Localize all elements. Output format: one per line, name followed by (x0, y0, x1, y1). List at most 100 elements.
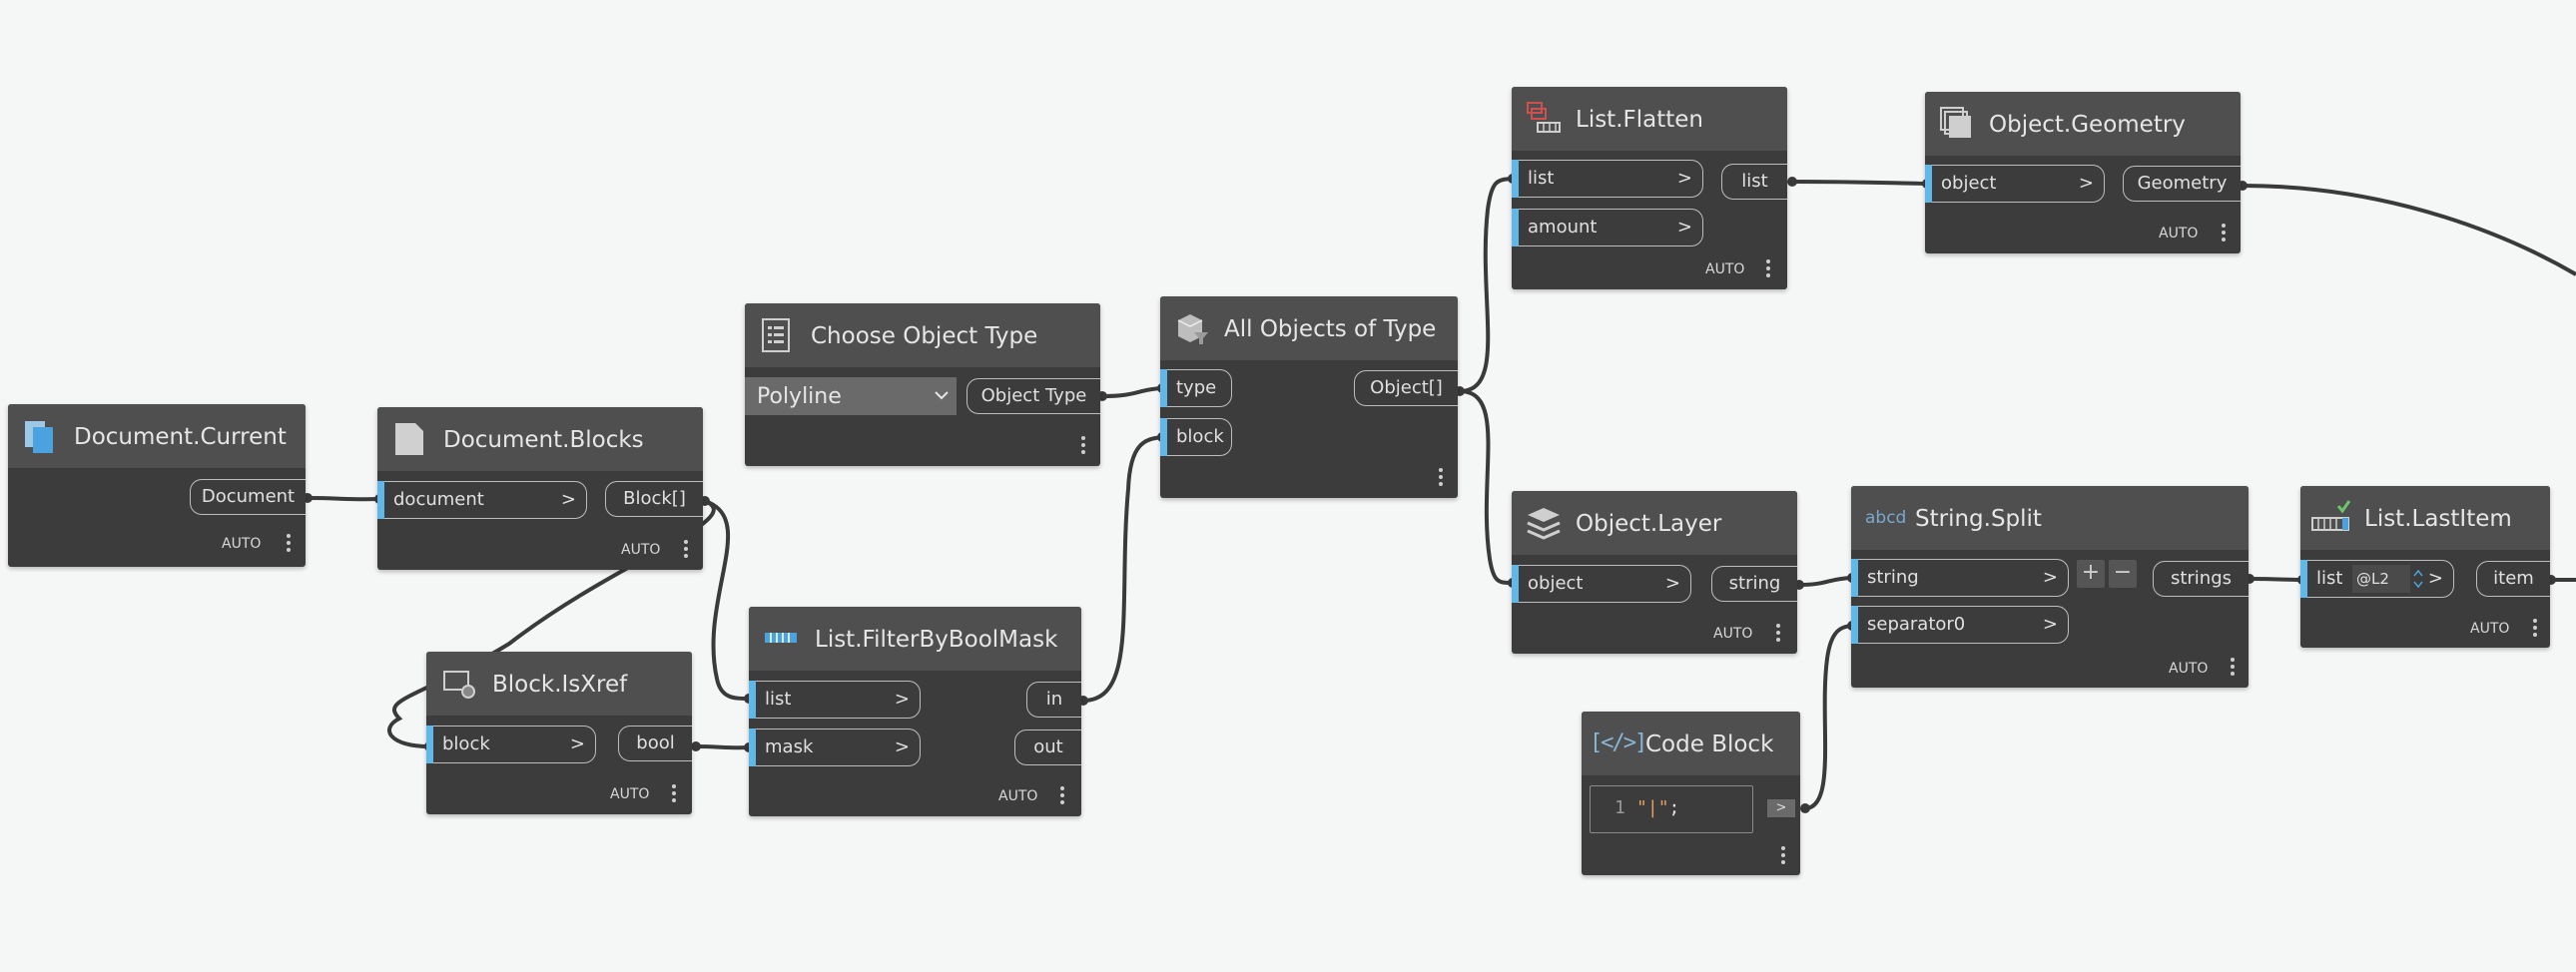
node-code-block[interactable]: [</>] Code Block 1 "|"; > (1582, 712, 1800, 875)
output-port-objects[interactable]: Object[] (1354, 370, 1458, 406)
lacing-label[interactable]: AUTO (222, 536, 262, 552)
output-port-block-list[interactable]: Block[] (605, 481, 703, 517)
port-label: Block[] (623, 488, 686, 509)
node-title: List.LastItem (2364, 506, 2512, 532)
node-list-lastitem[interactable]: List.LastItem list @L2 > item AUTO (2300, 486, 2550, 648)
last-item-icon (2311, 500, 2351, 531)
node-header[interactable] (1582, 712, 1800, 775)
node-block-isxref[interactable]: Block.IsXref block> bool AUTO (426, 652, 692, 814)
input-port-list[interactable]: list @L2 > (2300, 560, 2454, 598)
node-menu-icon[interactable] (683, 540, 689, 561)
input-port-object[interactable]: object> (1512, 565, 1691, 603)
port-label: list (765, 689, 792, 710)
node-title: String.Split (1915, 506, 2042, 532)
port-label: block (442, 733, 490, 754)
lacing-label[interactable]: AUTO (610, 786, 650, 802)
node-menu-icon[interactable] (1080, 436, 1086, 457)
node-header[interactable] (8, 404, 306, 468)
output-port-bool[interactable]: bool (618, 726, 692, 761)
node-menu-icon[interactable] (286, 534, 292, 555)
node-list-filter-by-bool-mask[interactable]: List.FilterByBoolMask list> mask> in out… (749, 607, 1081, 816)
remove-input-button[interactable]: − (2109, 560, 2137, 588)
lacing-label[interactable]: AUTO (2169, 661, 2209, 677)
port-label: type (1176, 377, 1217, 398)
add-input-button[interactable]: + (2077, 560, 2105, 588)
output-port-string[interactable]: string (1711, 566, 1797, 602)
node-menu-icon[interactable] (1059, 786, 1065, 807)
wire-flatten-to-geometry (1791, 180, 1928, 186)
node-menu-icon[interactable] (1438, 468, 1444, 489)
input-port-list[interactable]: list> (749, 681, 921, 719)
node-list-flatten[interactable]: List.Flatten list> amount> list AUTO (1512, 87, 1787, 289)
node-choose-object-type[interactable]: Choose Object Type Polyline Object Type (745, 303, 1100, 466)
node-title: Object.Geometry (1989, 112, 2186, 138)
wire-strings-to-list (2249, 577, 2303, 582)
cube-filter-icon (1177, 314, 1208, 344)
input-port-separator0[interactable]: separator0> (1851, 606, 2069, 644)
node-menu-icon[interactable] (2230, 658, 2236, 679)
output-port-in[interactable]: in (1026, 682, 1081, 718)
node-header[interactable] (1851, 486, 2249, 550)
wire-type-to-type (1101, 386, 1163, 398)
lacing-level-field[interactable]: @L2 (2352, 565, 2410, 593)
port-label: out (1033, 736, 1063, 757)
node-menu-icon[interactable] (1775, 624, 1781, 645)
lacing-label[interactable]: AUTO (1713, 626, 1753, 642)
node-header[interactable] (377, 407, 703, 471)
input-port-block[interactable]: block (1160, 418, 1232, 456)
port-label: string (1867, 567, 1919, 588)
object-type-dropdown[interactable]: Polyline (745, 377, 957, 415)
output-port-strings[interactable]: strings (2153, 561, 2249, 597)
node-menu-icon[interactable] (1765, 259, 1771, 280)
node-document-current[interactable]: Document.Current Document AUTO (8, 404, 306, 567)
node-document-blocks[interactable]: Document.Blocks document> Block[] AUTO (377, 407, 703, 570)
node-title: List.Flatten (1576, 107, 1703, 133)
input-port-amount[interactable]: amount> (1512, 209, 1703, 246)
node-object-geometry[interactable]: Object.Geometry object> Geometry AUTO (1925, 92, 2241, 253)
code-pipe: | (1646, 797, 1658, 818)
node-header[interactable] (745, 303, 1100, 367)
dropdown-value: Polyline (757, 384, 842, 409)
input-port-block[interactable]: block> (426, 726, 596, 763)
input-port-type[interactable]: type (1160, 369, 1232, 407)
output-port-document[interactable]: Document (190, 479, 306, 515)
wire-geometry-out (2242, 184, 2576, 276)
port-label: Object Type (980, 385, 1087, 406)
code-icon: [</>] (1590, 730, 1647, 755)
output-port-object-type[interactable]: Object Type (966, 378, 1100, 414)
filter-mask-icon (765, 633, 797, 643)
lacing-label[interactable]: AUTO (1705, 261, 1745, 277)
code-editor[interactable]: 1 "|"; (1590, 785, 1753, 833)
node-menu-icon[interactable] (2532, 619, 2538, 640)
node-header[interactable] (1925, 92, 2241, 156)
port-label: object (1528, 573, 1584, 594)
node-header[interactable] (1160, 296, 1458, 360)
output-port-list[interactable]: list (1721, 164, 1787, 200)
node-object-layer[interactable]: Object.Layer object> string AUTO (1512, 491, 1797, 654)
node-header[interactable] (749, 607, 1081, 671)
code-output-port[interactable]: > (1767, 799, 1795, 817)
lacing-label[interactable]: AUTO (621, 542, 661, 558)
output-port-item[interactable]: item (2476, 561, 2550, 597)
node-menu-icon[interactable] (2221, 224, 2227, 244)
node-header[interactable] (426, 652, 692, 716)
node-menu-icon[interactable] (1780, 846, 1786, 867)
node-string-split[interactable]: abcd String.Split string> separator0> + … (1851, 486, 2249, 688)
input-port-mask[interactable]: mask> (749, 729, 921, 766)
node-header[interactable] (1512, 87, 1787, 151)
port-label: Object[] (1370, 377, 1443, 398)
level-stepper-icon[interactable] (2412, 567, 2424, 591)
lacing-label[interactable]: AUTO (998, 788, 1038, 804)
input-port-list[interactable]: list> (1512, 160, 1703, 198)
input-port-document[interactable]: document> (377, 481, 587, 519)
port-label: separator0 (1867, 614, 1966, 635)
lacing-label[interactable]: AUTO (2159, 226, 2199, 242)
node-title: List.FilterByBoolMask (815, 627, 1058, 653)
output-port-out[interactable]: out (1014, 729, 1081, 765)
node-all-objects-of-type[interactable]: All Objects of Type type block Object[] (1160, 296, 1458, 498)
input-port-string[interactable]: string> (1851, 559, 2069, 597)
node-menu-icon[interactable] (671, 784, 677, 805)
lacing-label[interactable]: AUTO (2470, 621, 2510, 637)
input-port-object[interactable]: object> (1925, 165, 2105, 203)
output-port-geometry[interactable]: Geometry (2123, 166, 2241, 202)
